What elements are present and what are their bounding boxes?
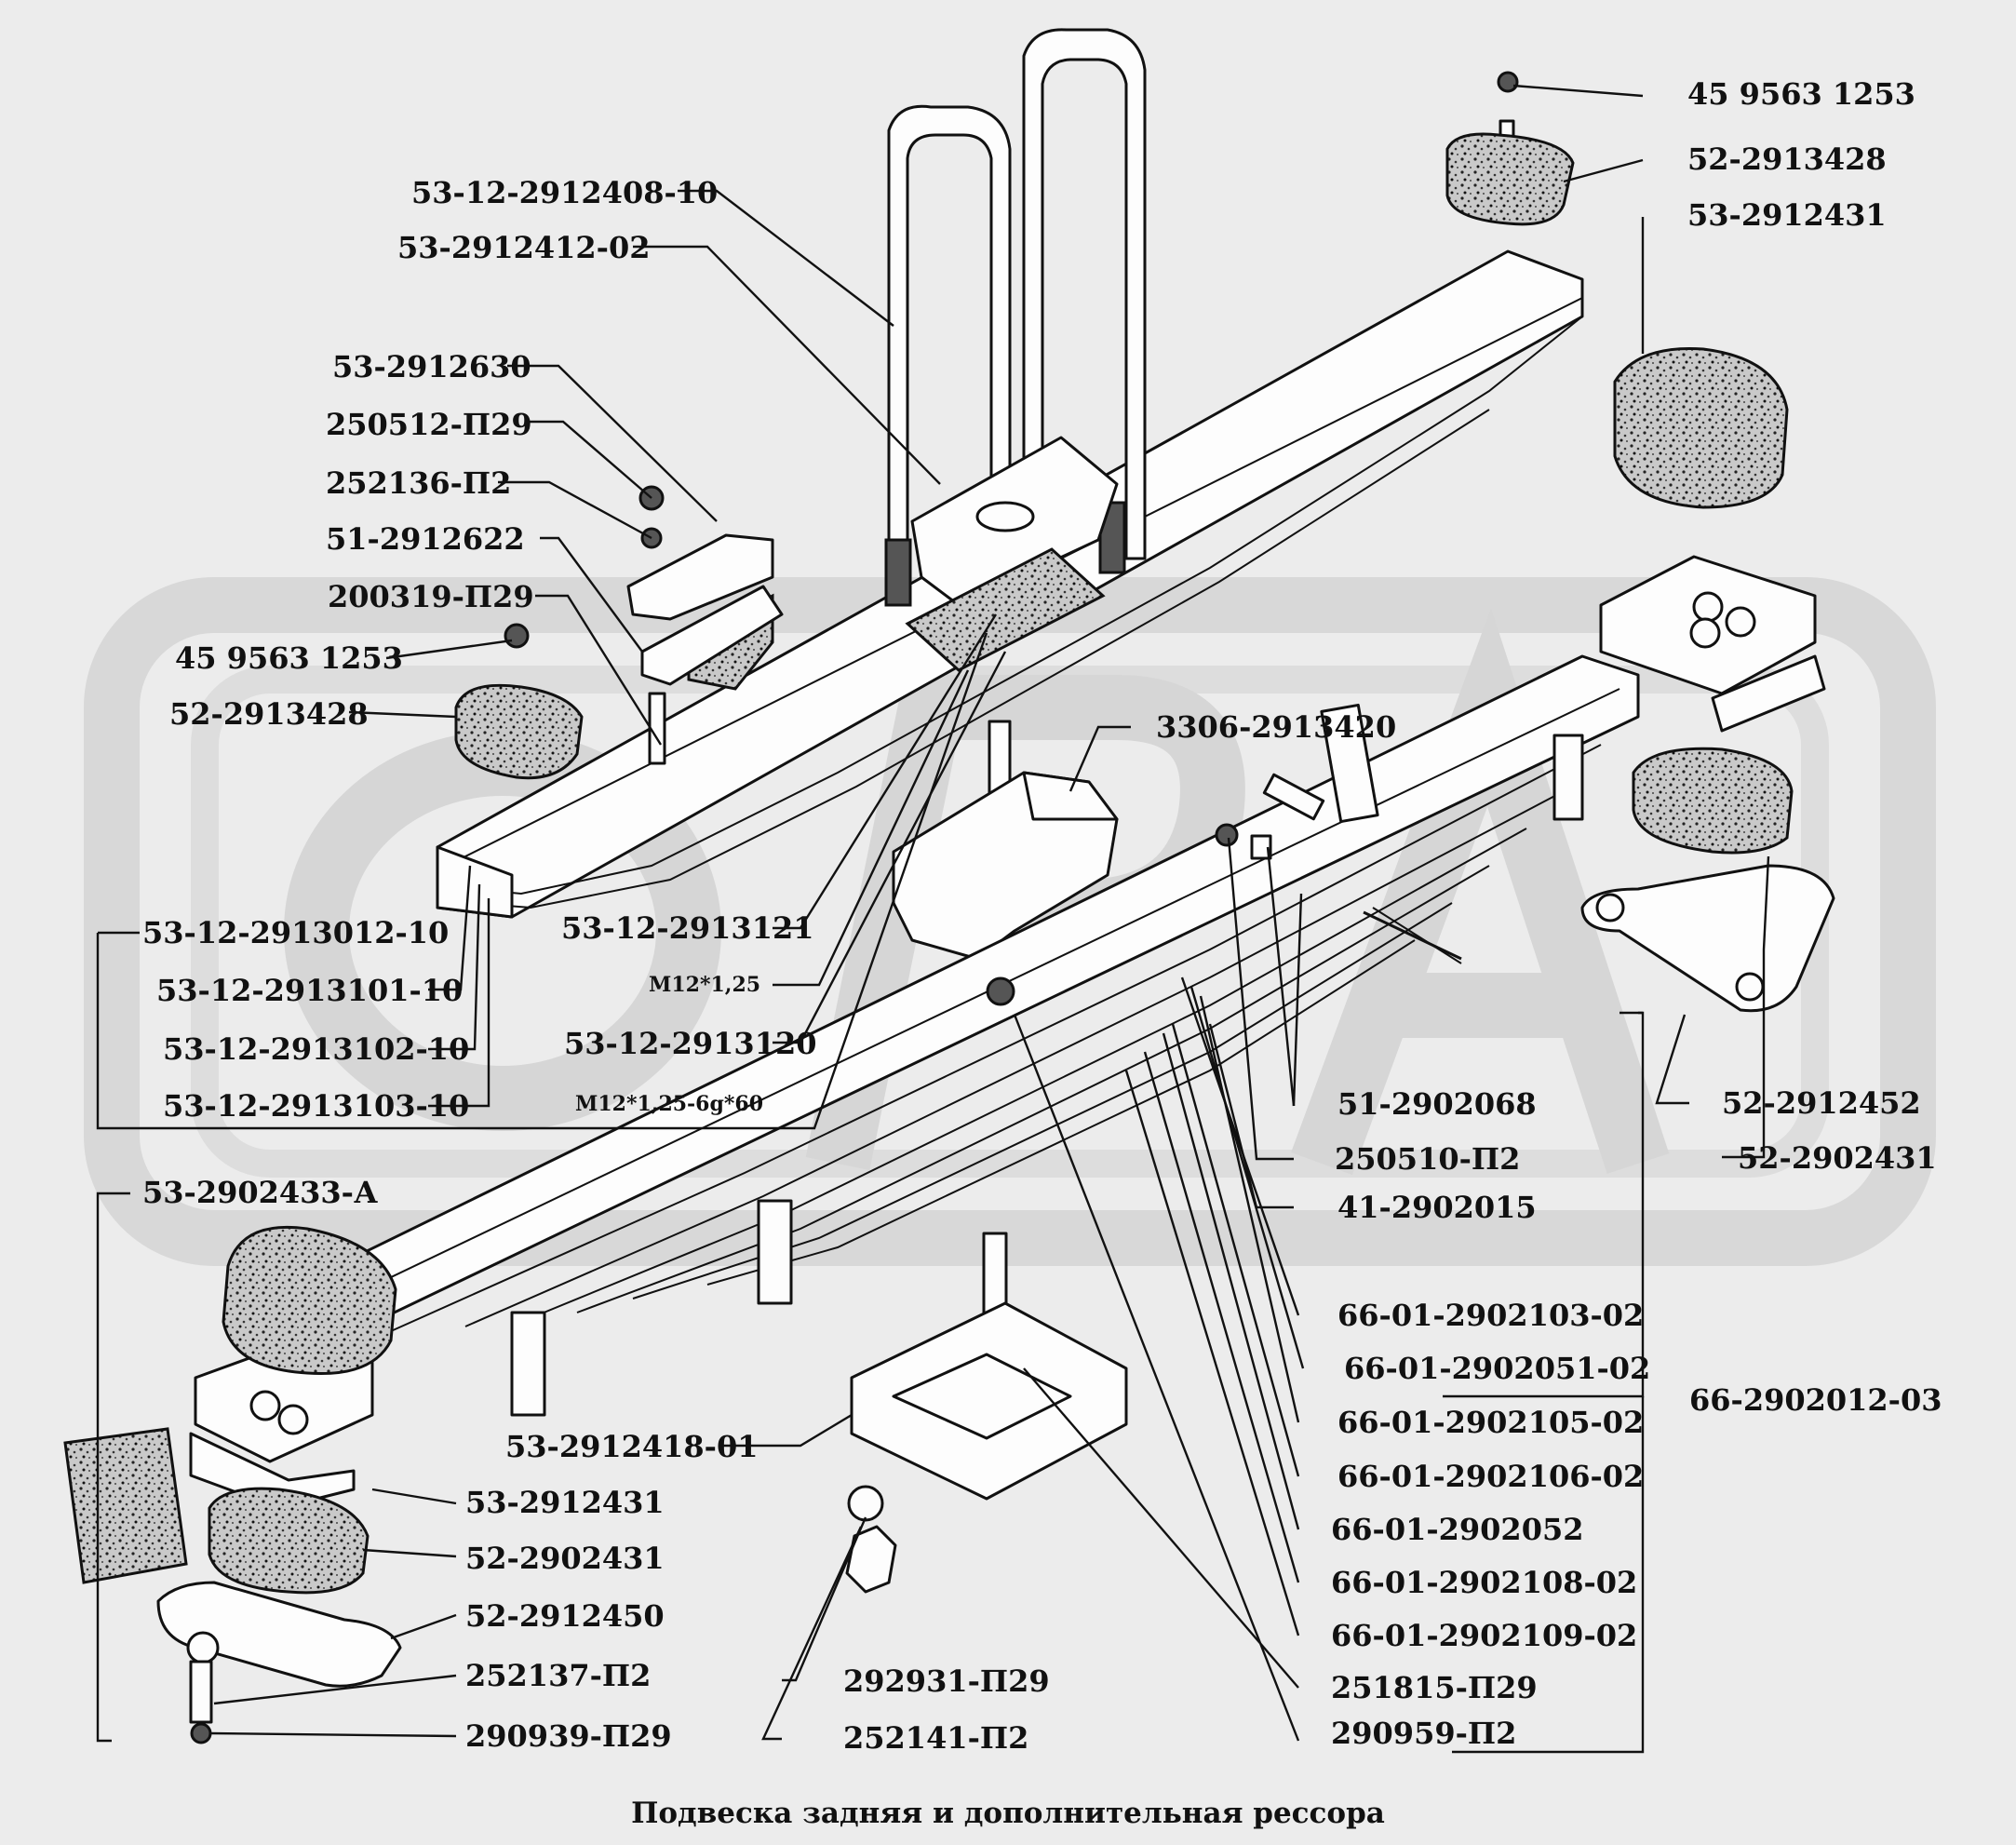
label-l15: 53-12-2913101-10: [156, 973, 463, 1008]
label-l20: 53-12-2913120: [564, 1026, 816, 1061]
rubber-block-far-left: [63, 1427, 188, 1584]
label-l26: 52-2902431: [1738, 1140, 1937, 1176]
rubber-pad-right: [1632, 747, 1794, 855]
bracket-upper-left: [454, 485, 784, 780]
label-l09: 51-2912622: [326, 521, 525, 557]
label-l19: М12*1,25: [649, 973, 760, 997]
label-l29: 66-01-2902051-02: [1344, 1351, 1650, 1386]
label-l11: 45 9563 1253: [175, 640, 403, 676]
spring-bolt: [1215, 773, 1462, 961]
label-l01: 45 9563 1253: [1687, 76, 1915, 112]
rubber-pad-left-bottom: [208, 1487, 370, 1595]
label-l32: 66-01-2902052: [1331, 1512, 1583, 1547]
label-l25: 52-2912452: [1722, 1085, 1921, 1121]
bump-stop-top-right: [1445, 71, 1575, 226]
diagram-caption: Подвеска задняя и дополнительная рессора: [631, 1797, 1385, 1830]
label-l08: 252136-П2: [326, 465, 511, 501]
label-l38: 53-2912418-01: [505, 1429, 758, 1464]
label-l24: 41-2902015: [1337, 1190, 1537, 1225]
label-l06: 53-2912630: [332, 349, 531, 384]
label-l42: 252137-П2: [465, 1658, 651, 1693]
leader-lines: [96, 84, 1770, 1754]
label-l16: 53-12-2913102-10: [163, 1031, 469, 1067]
label-l36: 290959-П2: [1331, 1716, 1516, 1751]
rubber-pad-left-top: [222, 1225, 397, 1376]
label-l18: 53-12-2913121: [561, 910, 813, 946]
label-l33: 66-01-2902108-02: [1331, 1565, 1637, 1600]
label-l05: 53-2912412-02: [397, 230, 650, 265]
label-l40: 52-2902431: [465, 1541, 665, 1576]
label-l43: 290939-П29: [465, 1718, 672, 1754]
label-l21: М12*1,25-6g*60: [575, 1092, 763, 1116]
label-l31: 66-01-2902106-02: [1337, 1459, 1644, 1494]
label-l02: 52-2913428: [1687, 141, 1887, 177]
label-l28: 66-01-2902103-02: [1337, 1298, 1644, 1333]
label-l27: 53-2902433-А: [142, 1175, 378, 1210]
label-l14: 53-12-2913012-10: [142, 915, 449, 950]
label-l03: 53-2912431: [1687, 197, 1887, 233]
lower-clamp-plate: [845, 1232, 1128, 1594]
spring-end-right: [1599, 555, 1826, 733]
spring-plate-right: [1580, 864, 1835, 1013]
label-l44: 292931-П29: [843, 1663, 1050, 1699]
label-l37: 66-2902012-03: [1689, 1382, 1942, 1418]
label-l30: 66-01-2902105-02: [1337, 1405, 1644, 1440]
rubber-pad-top-right: [1613, 346, 1789, 509]
label-l12: 52-2913428: [169, 696, 369, 732]
part-labels: 45 9563 1253 52-2913428 53-2912431 53-12…: [142, 76, 1942, 1756]
label-l04: 53-12-2912408-10: [411, 175, 718, 210]
label-l39: 53-2912431: [465, 1485, 665, 1520]
label-l10: 200319-П29: [328, 579, 534, 614]
center-bracket: [892, 720, 1119, 961]
upper-clamp-plate: [905, 436, 1119, 672]
label-l13: 3306-2913420: [1156, 709, 1396, 745]
label-l17: 53-12-2913103-10: [163, 1088, 469, 1124]
label-l41: 52-2912450: [465, 1598, 665, 1634]
label-l34: 66-01-2902109-02: [1331, 1618, 1637, 1653]
label-l45: 252141-П2: [843, 1720, 1028, 1756]
spring-plate-left: [156, 1581, 402, 1744]
label-l07: 250512-П29: [326, 407, 532, 442]
label-l35: 251815-П29: [1331, 1670, 1538, 1705]
label-l23: 250510-П2: [1335, 1141, 1520, 1177]
label-l22: 51-2902068: [1337, 1086, 1537, 1122]
